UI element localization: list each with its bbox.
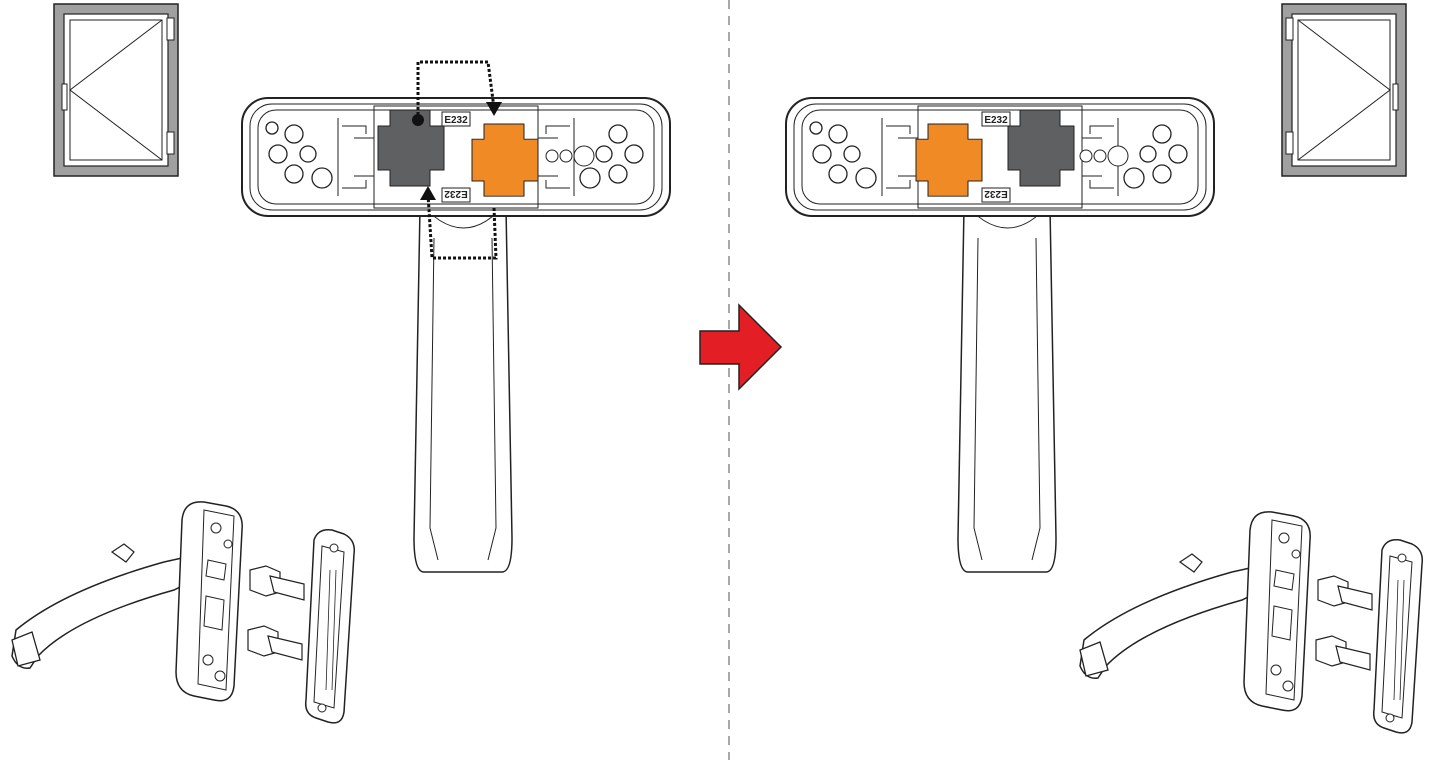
window-icon bbox=[1281, 3, 1407, 177]
handle-exploded-view-after bbox=[1079, 511, 1424, 734]
swap-arrow-bottom bbox=[420, 186, 498, 260]
swap-arrow-top bbox=[412, 60, 502, 126]
window-icon bbox=[53, 3, 179, 177]
handle-top-view-before: E232 E232 bbox=[241, 60, 671, 573]
bottom-label: E232 bbox=[444, 188, 468, 199]
handle-top-view-after: E232 E232 bbox=[785, 97, 1215, 573]
bottom-label: E232 bbox=[984, 188, 1008, 199]
next-step-arrow-icon bbox=[699, 303, 783, 391]
top-label: E232 bbox=[984, 115, 1008, 126]
top-label: E232 bbox=[444, 115, 468, 126]
handle-exploded-view-before bbox=[11, 501, 356, 724]
